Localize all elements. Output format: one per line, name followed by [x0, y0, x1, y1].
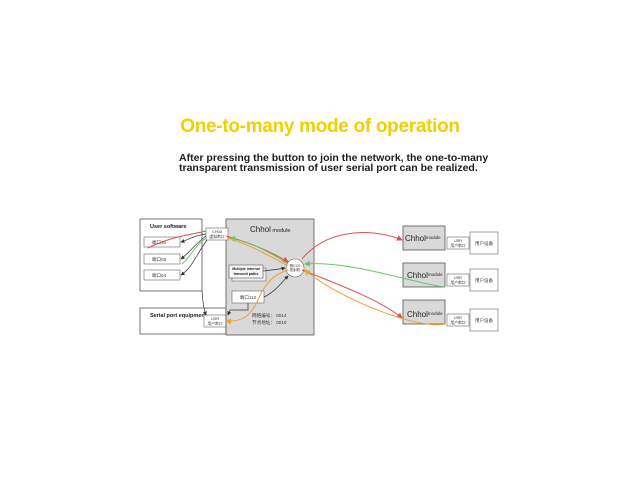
network-id-label: 网络编号： 0014 [252, 312, 287, 319]
routing-label: Multiple internal [232, 267, 260, 271]
remote-1-usr-label: USR [454, 239, 462, 243]
remote-1-device-label: 用户设备 [475, 240, 493, 247]
page-subtitle: After pressing the button to join the ne… [179, 152, 509, 174]
user-software-title: User software [150, 224, 186, 230]
equipment-usr-label: USR [211, 317, 219, 321]
remote-module-2: Chholmodule USR 用户串口 用户设备 [402, 262, 499, 292]
equipment-usr-sublabel: 用户串口 [207, 321, 222, 326]
subtitle-line-2: transparent transmission of user serial … [179, 162, 478, 174]
remote-2-usr-label: USR [454, 276, 462, 280]
user-software-box: User software 端口16 端口03 端口04 [139, 218, 203, 292]
remote-3-device-label: 用户设备 [475, 317, 493, 324]
remote-module-1-title: Chholmodule [405, 234, 441, 243]
main-module-title: Chhol module [250, 225, 290, 234]
subtitle-line-1: After pressing the button to join the ne… [179, 152, 489, 164]
serial-port-equipment-box: Serial port equipment USR 用户串口 [139, 307, 227, 335]
local-connectors [180, 233, 289, 316]
node-address-label: 节点地址： 0010 [252, 319, 287, 326]
virtual-serial-label: CH03 [212, 230, 222, 234]
remote-module-2-title: Chholmodule [407, 271, 443, 280]
remote-module-3: Chholmodule USR 用户串口 用户设备 [402, 299, 499, 332]
data-flow-lines [147, 230, 446, 326]
remote-1-usr-sublabel: 用户串口 [450, 243, 465, 248]
routing-sublabel: transmit paths [234, 272, 259, 276]
remote-2-usr-sublabel: 用户串口 [450, 280, 465, 285]
serial-equipment-title: Serial port equipment [150, 313, 207, 319]
port-label-03: 端口03 [152, 256, 167, 263]
page-title: One-to-many mode of operation [180, 116, 460, 137]
remote-2-device-label: 用户设备 [475, 277, 493, 284]
port-label-04: 端口04 [152, 272, 167, 279]
remote-3-usr-label: USR [454, 316, 462, 320]
port-112-label: 端口112 [240, 294, 257, 301]
hub-sublabel: 发射机 [290, 267, 301, 272]
remote-module-3-title: Chholmodule [407, 310, 443, 319]
virtual-serial-sublabel: 虚拟串口 [209, 234, 224, 239]
hub-label: 物CO2 [290, 263, 301, 268]
remote-module-1: Chholmodule USR 用户串口 用户设备 [402, 225, 499, 255]
remote-3-usr-sublabel: 用户串口 [450, 320, 465, 325]
